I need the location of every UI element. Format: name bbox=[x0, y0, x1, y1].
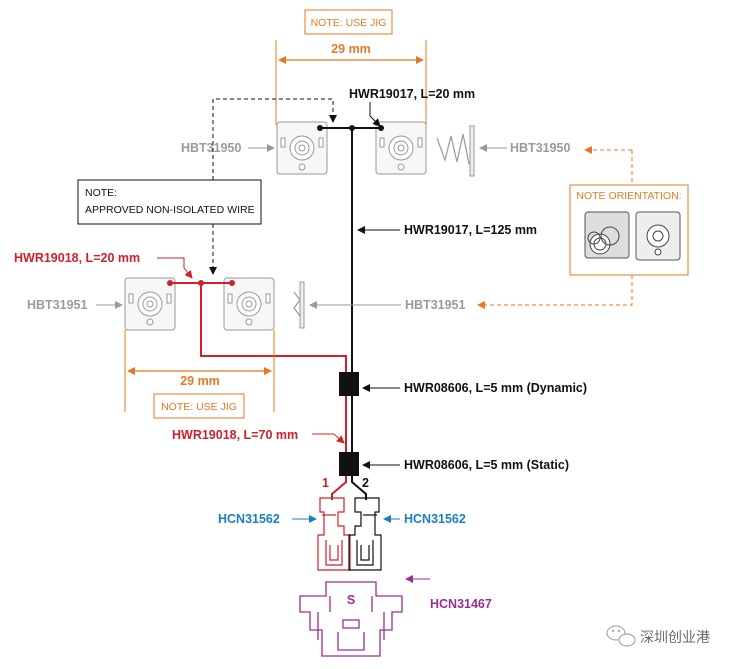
label-hwr19018-long: HWR19018, L=70 mm bbox=[172, 428, 298, 442]
label-hwr08606-static: HWR08606, L=5 mm (Static) bbox=[404, 458, 569, 472]
hbt31951-contact-left bbox=[124, 277, 176, 331]
label-hwr19017-long: HWR19017, L=125 mm bbox=[404, 223, 537, 237]
connector-mark: S bbox=[347, 593, 355, 607]
svg-text:NOTE ORIENTATION:: NOTE ORIENTATION: bbox=[576, 190, 681, 202]
connector-housing bbox=[299, 581, 403, 657]
label-hwr08606-dynamic: HWR08606, L=5 mm (Dynamic) bbox=[404, 381, 587, 395]
label-hbt31950-left: HBT31950 bbox=[181, 141, 241, 155]
label-hcn31467: HCN31467 bbox=[430, 597, 492, 611]
crimp-terminal-red bbox=[317, 497, 351, 571]
label-hwr19017-short: HWR19017, L=20 mm bbox=[349, 87, 475, 101]
crimp-terminal-black bbox=[348, 497, 382, 571]
svg-text:APPROVED NON-ISOLATED WIRE: APPROVED NON-ISOLATED WIRE bbox=[85, 204, 255, 216]
label-hcn31562-left: HCN31562 bbox=[218, 512, 280, 526]
dimension-top: 29 mm bbox=[275, 40, 427, 125]
label-hbt31951-left: HBT31951 bbox=[27, 298, 87, 312]
svg-text:29 mm: 29 mm bbox=[180, 374, 220, 388]
flat-contact-icon bbox=[635, 211, 681, 261]
heat-shrink-static bbox=[339, 452, 359, 476]
note-use-jig-top: NOTE: USE JIG bbox=[304, 9, 393, 35]
arrow-hwr19017-short bbox=[369, 102, 381, 127]
note-use-jig-bottom: NOTE: USE JIG bbox=[153, 393, 245, 419]
heat-shrink-dynamic bbox=[339, 372, 359, 396]
arrow-hwr19018-short bbox=[157, 257, 193, 279]
wire-red-to-terminal bbox=[331, 476, 347, 500]
dimension-bottom: 29 mm bbox=[124, 330, 275, 412]
flat-contact-side-view-icon bbox=[293, 281, 305, 329]
label-hcn31562-right: HCN31562 bbox=[404, 512, 466, 526]
label-hbt31950-right: HBT31950 bbox=[510, 141, 570, 155]
wire-black-to-terminal bbox=[351, 476, 367, 500]
note-approved-wire: NOTE: APPROVED NON-ISOLATED WIRE bbox=[77, 179, 262, 225]
pin-2-label: 2 bbox=[362, 476, 369, 490]
arrow-hwr19018-long bbox=[312, 433, 345, 444]
pin-1-label: 1 bbox=[322, 476, 329, 490]
label-hbt31951-right: HBT31951 bbox=[405, 298, 465, 312]
note-orientation: NOTE ORIENTATION: bbox=[569, 184, 689, 276]
svg-text:NOTE: USE JIG: NOTE: USE JIG bbox=[311, 17, 387, 29]
svg-text:NOTE:: NOTE: bbox=[85, 187, 117, 199]
hbt31951-contact-right bbox=[223, 277, 275, 331]
label-hwr19018-short: HWR19018, L=20 mm bbox=[14, 251, 140, 265]
spring-side-view-icon bbox=[436, 125, 475, 177]
spring-contact-icon bbox=[584, 211, 630, 259]
hbt31950-contact-right bbox=[375, 121, 427, 175]
svg-text:NOTE: USE JIG: NOTE: USE JIG bbox=[161, 401, 237, 413]
dashed-leader-top bbox=[212, 98, 337, 180]
wechat-icon bbox=[606, 625, 636, 647]
arrow-orientation-bottom bbox=[477, 275, 633, 309]
hbt31950-contact-left bbox=[276, 121, 328, 175]
svg-text:29 mm: 29 mm bbox=[331, 42, 371, 56]
watermark-text: 深圳创业港 bbox=[640, 630, 710, 646]
